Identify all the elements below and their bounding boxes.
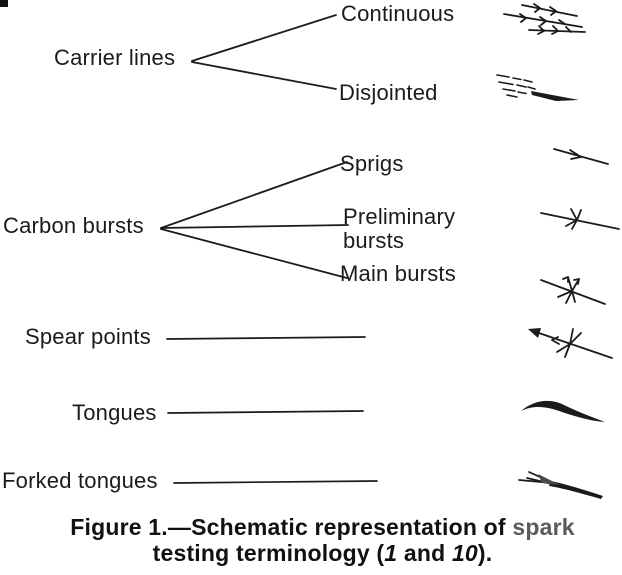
caption-line-2: testing terminology (1 and 10). [30,540,615,566]
disjointed-spark-icon [496,74,579,101]
caption-line-1: Figure 1.—Schematic representation of sp… [30,514,615,540]
label-tongues: Tongues [72,400,157,425]
label-main-bursts: Main bursts [340,261,456,286]
label-preliminary-bursts: Preliminary bursts [343,204,456,253]
main-burst-spark-icon [540,276,606,305]
caption-ref-10: 10 [451,540,478,566]
caption-close: ). [477,540,493,566]
sprig-spark-icon [553,148,609,165]
tongues-leader-line [167,410,364,414]
label-carrier-lines: Carrier lines [54,45,176,70]
caption-and: and [397,540,452,566]
carbon-bursts-branches [160,161,349,279]
spear-point-spark-icon [528,328,613,359]
label-disjointed: Disjointed [339,80,438,105]
forked-tongue-spark-icon [518,471,603,499]
caption-text: Figure 1.—Schematic representation of [70,514,513,540]
caption-spark-link[interactable]: spark [512,514,575,540]
forked-tongues-leader-line [173,480,378,484]
tongue-spark-icon [521,400,605,422]
label-carbon-bursts: Carbon bursts [3,213,144,238]
carrier-lines-branches [191,14,337,90]
figure-caption: Figure 1.—Schematic representation of sp… [30,514,615,566]
label-continuous: Continuous [341,1,455,26]
scan-artifact-mark [0,0,8,7]
preliminary-burst-spark-icon [540,208,620,230]
label-spear-points: Spear points [25,324,151,349]
label-sprigs: Sprigs [340,151,404,176]
label-forked-tongues: Forked tongues [2,468,158,493]
caption-ref-1: 1 [384,540,398,566]
caption-text-2: testing terminology ( [152,540,385,566]
spear-points-leader-line [166,336,366,340]
continuous-spark-icon [503,3,586,35]
